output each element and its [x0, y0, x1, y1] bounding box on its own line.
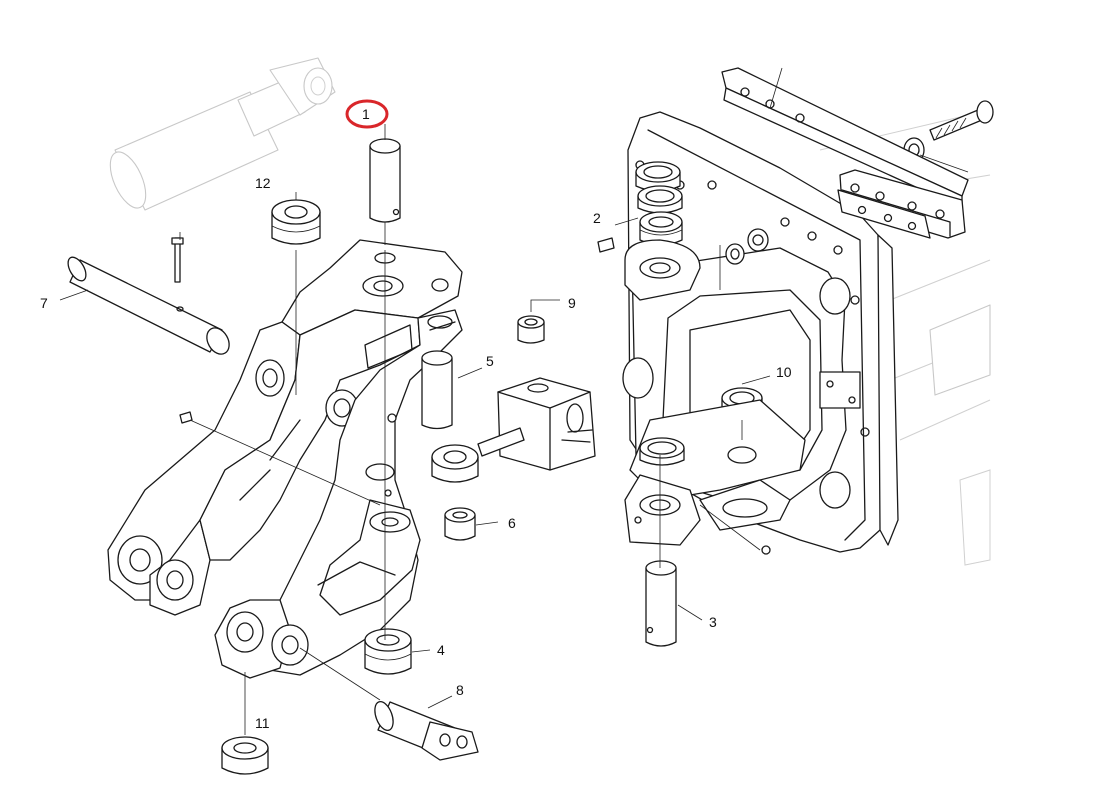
callouts: 1 2 3 4 5 6 7 8 9 10 11 12: [40, 99, 792, 731]
callout-11: 11: [255, 715, 270, 731]
part-3-pin: [645, 560, 677, 647]
callout-7: 7: [40, 295, 48, 311]
part-4-bushing: [364, 628, 412, 675]
mounting-bar-lower: [837, 169, 966, 239]
part-9-bushing: [517, 315, 545, 344]
callout-1: 1: [362, 106, 370, 122]
callout-4: 4: [437, 642, 445, 658]
callout-1-highlight-ring: [345, 99, 389, 129]
callout-2: 2: [593, 210, 601, 226]
callout-5: 5: [486, 353, 494, 369]
leader-lines: [59, 67, 969, 735]
callout-10: 10: [776, 364, 792, 380]
ghost-hydraulic-cylinder: [109, 57, 336, 211]
part-11-bushing: [221, 736, 269, 775]
part-7-long-pin: [67, 237, 230, 355]
part-5-pin: [421, 350, 453, 430]
part-8-pin: [374, 700, 479, 761]
spacer-ring: [431, 427, 525, 483]
main-arm-bracket: [107, 239, 463, 679]
callout-9: 9: [568, 295, 576, 311]
part-12-bushing: [271, 199, 321, 245]
part-1-pin: [369, 138, 401, 223]
part-6-bushing: [444, 507, 476, 541]
swivel-block: [497, 377, 596, 471]
callout-12: 12: [255, 175, 271, 191]
callout-8: 8: [456, 682, 464, 698]
callout-6: 6: [508, 515, 516, 531]
callout-3: 3: [709, 614, 717, 630]
